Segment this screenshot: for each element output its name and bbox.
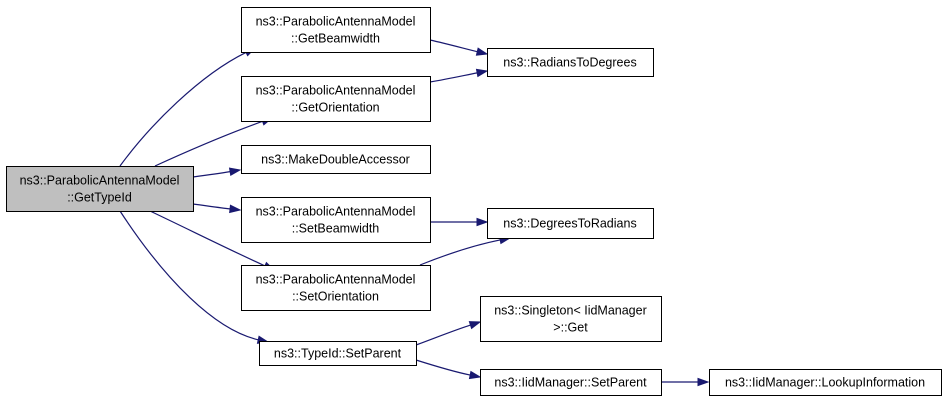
edge-typeid-setparent-to-singleton-get: [415, 321, 482, 346]
edge-gettypeid-to-setbeamwidth: [192, 203, 242, 214]
node-box: [241, 197, 431, 243]
edge-line: [429, 72, 478, 83]
node-radianstodegrees[interactable]: ns3::RadiansToDegrees: [487, 48, 654, 77]
edge-iidmanager-setparent-to-iidmanager-lookupinformation: [661, 377, 710, 387]
edge-line: [192, 171, 231, 178]
arrowhead-icon: [468, 370, 482, 380]
node-label: ns3::ParabolicAntennaModel: [20, 174, 180, 188]
edge-line: [192, 203, 231, 210]
arrowhead-icon: [229, 204, 242, 214]
arrowhead-icon: [468, 321, 482, 330]
node-label: ns3::ParabolicAntennaModel: [256, 15, 416, 29]
node-label: ::SetOrientation: [292, 290, 379, 304]
node-typeid-setparent[interactable]: ns3::TypeId::SetParent: [259, 341, 417, 366]
edge-getorientation-to-radianstodegrees: [429, 68, 489, 83]
node-getorientation[interactable]: ns3::ParabolicAntennaModel::GetOrientati…: [241, 76, 431, 122]
node-label: ns3::ParabolicAntennaModel: [256, 205, 416, 219]
node-label: ::GetOrientation: [291, 101, 379, 115]
edge-line: [415, 324, 471, 346]
edge-line: [119, 210, 259, 341]
call-graph-nodes: ns3::ParabolicAntennaModel::GetTypeIdns3…: [6, 7, 942, 396]
edge-getbeamwidth-to-radianstodegrees: [429, 39, 489, 56]
edge-line: [415, 359, 471, 376]
node-label: ns3::DegreesToRadians: [503, 217, 636, 231]
node-label: ns3::IidManager::SetParent: [494, 376, 647, 390]
node-box: [241, 265, 431, 311]
arrowhead-icon: [476, 217, 489, 227]
edge-line: [119, 51, 247, 167]
node-label: ns3::RadiansToDegrees: [503, 56, 636, 70]
node-box: [480, 369, 662, 396]
node-gettypeid[interactable]: ns3::ParabolicAntennaModel::GetTypeId: [6, 166, 194, 212]
node-degreestoradians[interactable]: ns3::DegreesToRadians: [487, 208, 654, 239]
node-label: ns3::ParabolicAntennaModel: [256, 84, 416, 98]
node-box: [709, 369, 942, 396]
node-box: [487, 48, 654, 77]
node-box: [259, 341, 417, 366]
arrowhead-icon: [475, 68, 489, 78]
node-label: >::Get: [553, 321, 588, 335]
node-label: ns3::ParabolicAntennaModel: [256, 273, 416, 287]
node-label: ::GetTypeId: [67, 191, 132, 205]
edge-typeid-setparent-to-iidmanager-setparent: [415, 359, 482, 380]
node-getbeamwidth[interactable]: ns3::ParabolicAntennaModel::GetBeamwidth: [241, 7, 431, 53]
node-box: [241, 145, 431, 174]
edge-line: [419, 239, 501, 266]
node-box: [480, 296, 662, 342]
edge-gettypeid-to-makedoubleaccessor: [192, 167, 242, 178]
node-box: [241, 7, 431, 53]
edge-line: [149, 210, 266, 267]
node-label: ns3::Singleton< IidManager: [494, 304, 647, 318]
node-label: ::SetBeamwidth: [292, 222, 380, 236]
node-box: [487, 208, 654, 239]
node-makedoubleaccessor[interactable]: ns3::MakeDoubleAccessor: [241, 145, 431, 174]
node-singleton-get[interactable]: ns3::Singleton< IidManager>::Get: [480, 296, 662, 342]
arrowhead-icon: [697, 377, 710, 387]
edge-line: [154, 120, 263, 167]
node-iidmanager-lookupinformation[interactable]: ns3::IidManager::LookupInformation: [709, 369, 942, 396]
node-label: ns3::MakeDoubleAccessor: [261, 153, 410, 167]
node-setorientation[interactable]: ns3::ParabolicAntennaModel::SetOrientati…: [241, 265, 431, 311]
edge-setorientation-to-degreestoradians: [419, 235, 512, 266]
node-box: [6, 166, 194, 212]
edge-setbeamwidth-to-degreestoradians: [430, 217, 489, 227]
node-label: ns3::TypeId::SetParent: [274, 347, 402, 361]
node-box: [241, 76, 431, 122]
node-label: ns3::IidManager::LookupInformation: [725, 376, 925, 390]
edge-gettypeid-to-getbeamwidth: [119, 47, 257, 167]
node-label: ::GetBeamwidth: [291, 32, 380, 46]
arrowhead-icon: [228, 167, 242, 176]
node-setbeamwidth[interactable]: ns3::ParabolicAntennaModel::SetBeamwidth: [241, 197, 431, 243]
node-iidmanager-setparent[interactable]: ns3::IidManager::SetParent: [480, 369, 662, 396]
arrowhead-icon: [475, 47, 489, 56]
edge-line: [429, 39, 478, 53]
